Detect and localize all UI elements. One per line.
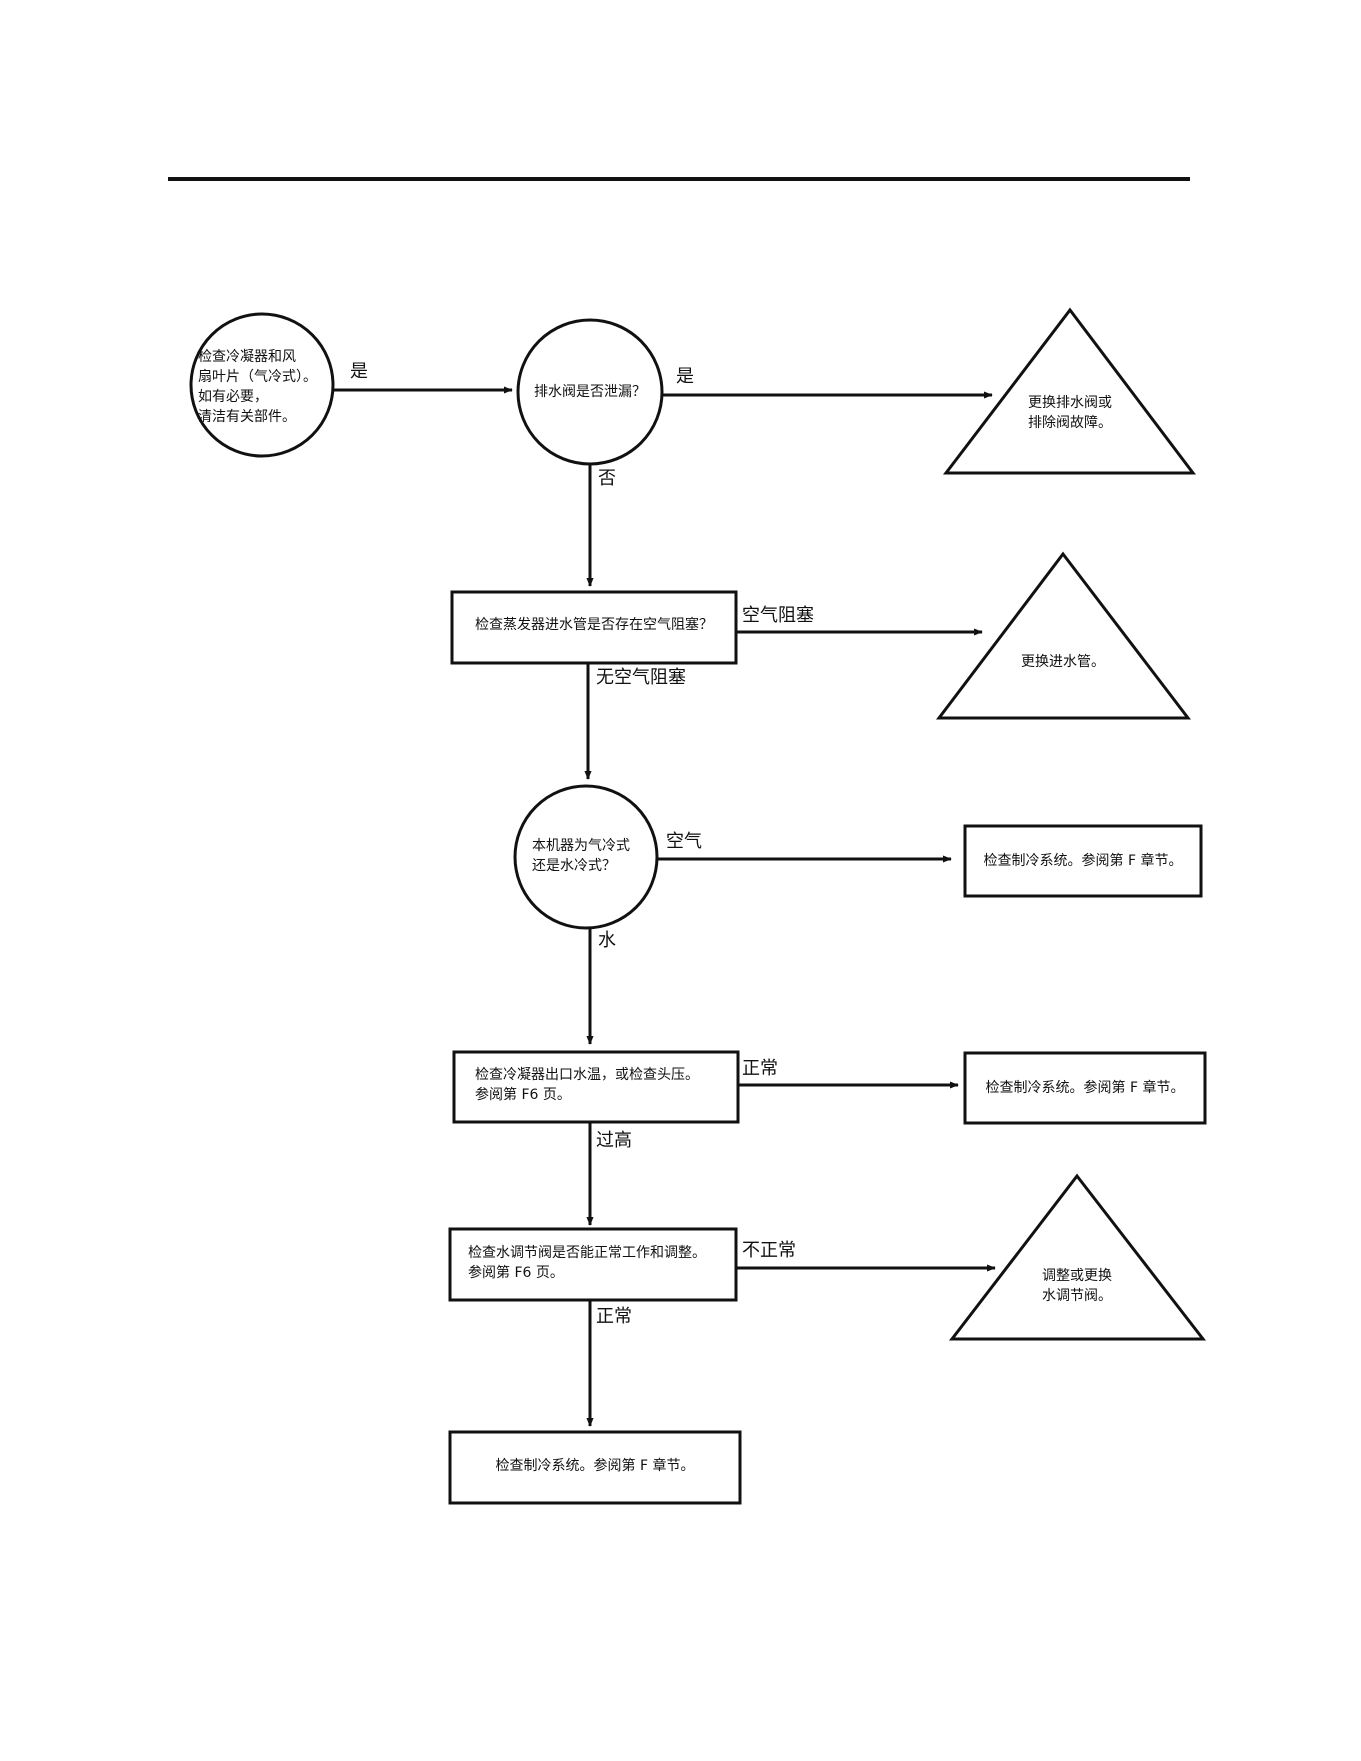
edge-label-is-water: 水 bbox=[598, 930, 616, 952]
node-check-refrig-3-text: 检查制冷系统。参阅第 F 章节。 bbox=[450, 1456, 740, 1476]
node-replace-inlet-text: 更换进水管。 bbox=[1003, 652, 1123, 672]
edge-label-air-blocked: 空气阻塞 bbox=[742, 605, 814, 627]
node-adjust-valve-text: 调整或更换 水调节阀。 bbox=[1017, 1266, 1137, 1306]
node-drain-leak-text: 排水阀是否泄漏？ bbox=[518, 382, 662, 402]
node-replace-drain-triangle bbox=[946, 310, 1193, 473]
edge-label-temp-high: 过高 bbox=[596, 1130, 632, 1152]
node-water-valve-text: 检查水调节阀是否能正常工作和调整。 参阅第 F6 页。 bbox=[468, 1243, 733, 1283]
node-replace-inlet-triangle bbox=[939, 554, 1188, 718]
node-start-text: 检查冷凝器和风 扇叶片（气冷式）。 如有必要， 清洁有关部件。 bbox=[198, 347, 343, 427]
node-check-refrig-2-text: 检查制冷系统。参阅第 F 章节。 bbox=[965, 1078, 1205, 1098]
node-air-or-water-text: 本机器为气冷式 还是水冷式？ bbox=[532, 836, 652, 876]
edge-label-start-to-drain: 是 bbox=[350, 361, 368, 383]
node-adjust-valve-triangle bbox=[952, 1176, 1203, 1339]
edge-label-temp-normal: 正常 bbox=[742, 1058, 778, 1080]
node-evap-air-block-text: 检查蒸发器进水管是否存在空气阻塞？ bbox=[452, 615, 736, 635]
edge-label-valve-normal: 正常 bbox=[596, 1306, 632, 1328]
node-cond-water-temp-text: 检查冷凝器出口水温，或检查头压。 参阅第 F6 页。 bbox=[475, 1065, 735, 1105]
edge-label-drain-no: 否 bbox=[598, 468, 616, 490]
edge-label-no-air-block: 无空气阻塞 bbox=[596, 667, 686, 689]
edge-label-drain-yes: 是 bbox=[676, 366, 694, 388]
node-replace-drain-text: 更换排水阀或 排除阀故障。 bbox=[1000, 393, 1140, 433]
edge-label-valve-abnormal: 不正常 bbox=[742, 1240, 796, 1262]
edge-label-is-air: 空气 bbox=[666, 831, 702, 853]
node-check-refrig-1-text: 检查制冷系统。参阅第 F 章节。 bbox=[965, 851, 1201, 871]
